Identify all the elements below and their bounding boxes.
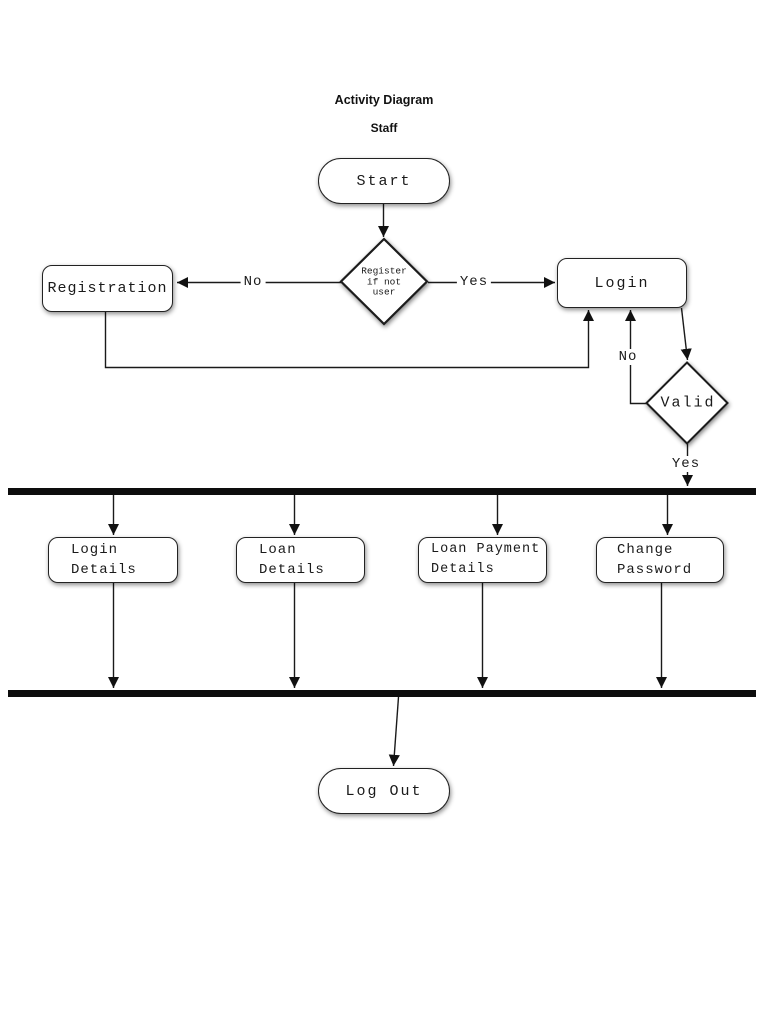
valid-decision-diamond (645, 361, 729, 445)
edge-login-to-valid (680, 307, 692, 361)
node-registration-label: Registration (47, 280, 168, 297)
node-login-label: Login (594, 274, 650, 292)
edge-label-valid-yes: Yes (668, 456, 704, 472)
node-registration: Registration (42, 265, 173, 312)
fork-bar (8, 488, 756, 495)
edge-valid-no-to-login (624, 310, 647, 405)
node-start: Start (318, 158, 450, 204)
edge-registration-to-login (104, 310, 595, 369)
join-bar (8, 690, 756, 697)
node-loan-details: Loan Details (236, 537, 365, 583)
register-decision-label: Register if not user (361, 265, 407, 298)
edge-label-register-yes: Yes (456, 274, 492, 290)
node-login: Login (557, 258, 687, 308)
node-logout: Log Out (318, 768, 450, 814)
edge-label-valid-no: No (615, 349, 641, 365)
register-decision-diamond (339, 237, 429, 326)
node-logout-label: Log Out (345, 782, 423, 800)
node-start-label: Start (356, 172, 412, 190)
node-change-password: Change Password (596, 537, 724, 583)
edge-label-register-no: No (240, 274, 266, 290)
page-subtitle: Staff (370, 121, 398, 135)
page-title: Activity Diagram (334, 93, 434, 107)
node-loan-payment-details: Loan Payment Details (418, 537, 547, 583)
valid-decision-label: Valid (660, 394, 716, 412)
edge-join-to-logout (388, 696, 400, 767)
node-login-details: Login Details (48, 537, 178, 583)
